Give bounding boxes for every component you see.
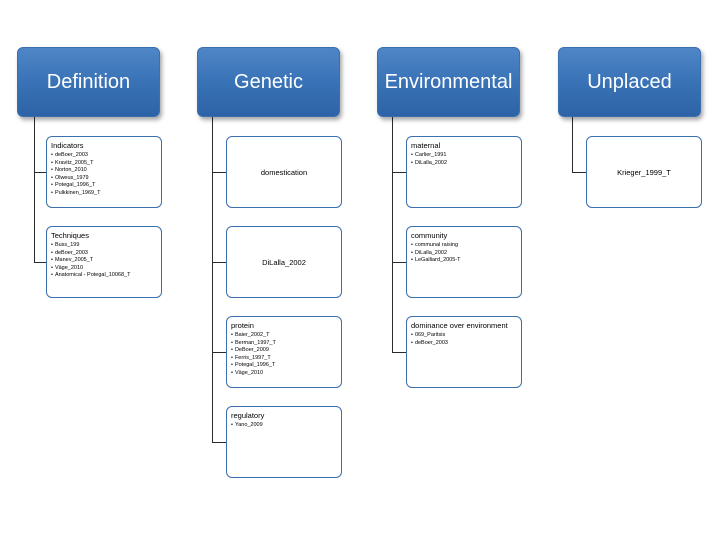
box-community-list: communal raising DiLalla_2002 LeGalliard… [411,242,517,265]
list-item: Berman_1997_T [231,340,337,348]
box-domestication-title: domestication [260,167,308,177]
box-techniques-list: Buss_199 deBoer_2003 Manev_2005_T Väge_2… [51,242,157,280]
box-dilalla-title: DiLalla_2002 [262,257,306,267]
list-item: Potegal_1996_T [231,362,337,370]
box-regulatory-title: regulatory [231,411,265,420]
header-definition: Definition [17,47,160,117]
connector-environmental-community [392,262,406,263]
connector-environmental-dominance [392,352,406,353]
box-community: community communal raising DiLalla_2002 … [406,226,522,298]
list-item: Olweus_1979 [51,175,157,183]
list-item: communal raising [411,242,517,250]
box-techniques: Techniques Buss_199 deBoer_2003 Manev_20… [46,226,162,298]
list-item: Norton_2010 [51,167,157,175]
connector-genetic-regulatory [212,442,226,443]
list-item: Buss_199 [51,242,157,250]
list-item: deBoer_2003 [51,152,157,160]
list-item: 069_Paritsis [411,332,517,340]
box-regulatory-list: Yano_2009 [231,422,337,430]
box-community-title: community [411,231,448,240]
box-protein-list: Baier_2002_T Berman_1997_T DeBoer_2009 F… [231,332,337,378]
box-protein: protein Baier_2002_T Berman_1997_T DeBoe… [226,316,342,388]
box-domestication: domestication [226,136,342,208]
list-item: Väge_2010 [231,370,337,378]
list-item: Potegal_1996_T [51,182,157,190]
box-dominance-title: dominance over environment [411,321,508,330]
box-krieger-title: Krieger_1999_T [617,167,671,177]
list-item: Manev_2005_T [51,257,157,265]
list-item: Väge_2010 [51,265,157,273]
list-item: deBoer_2003 [51,250,157,258]
box-dominance-list: 069_Paritsis deBoer_2003 [411,332,517,347]
box-maternal-title: maternal [411,141,441,150]
list-item: LeGalliard_2005-T [411,257,517,265]
list-item: Yano_2009 [231,422,337,430]
box-maternal: maternal Carlier_1991 DiLalla_2002 [406,136,522,208]
list-item: DiLalla_2002 [411,250,517,258]
connector-genetic-trunk [212,117,213,443]
box-krieger: Krieger_1999_T [586,136,702,208]
connector-definition-techniques [34,262,46,263]
list-item: Ferris_1997_T [231,355,337,363]
list-item: Kravitz_2005_T [51,160,157,168]
list-item: DiLalla_2002 [411,160,517,168]
box-dominance: dominance over environment 069_Paritsis … [406,316,522,388]
connector-definition-indicators [34,172,46,173]
box-indicators-list: deBoer_2003 Kravitz_2005_T Norton_2010 O… [51,152,157,198]
box-regulatory: regulatory Yano_2009 [226,406,342,478]
connector-genetic-dilalla [212,262,226,263]
connector-definition-trunk [34,117,35,263]
box-techniques-title: Techniques [51,231,89,240]
list-item: Pulkkinen_1969_T [51,190,157,198]
box-maternal-list: Carlier_1991 DiLalla_2002 [411,152,517,167]
connector-genetic-domestication [212,172,226,173]
header-genetic: Genetic [197,47,340,117]
list-item: DeBoer_2009 [231,347,337,355]
box-indicators: Indicators deBoer_2003 Kravitz_2005_T No… [46,136,162,208]
box-protein-title: protein [231,321,254,330]
box-dilalla: DiLalla_2002 [226,226,342,298]
connector-unplaced-krieger [572,172,586,173]
connector-genetic-protein [212,352,226,353]
list-item: deBoer_2003 [411,340,517,348]
header-unplaced: Unplaced [558,47,701,117]
list-item: Baier_2002_T [231,332,337,340]
list-item: Carlier_1991 [411,152,517,160]
connector-unplaced-trunk [572,117,573,173]
box-indicators-title: Indicators [51,141,84,150]
header-environmental: Environmental [377,47,520,117]
list-item: Anatomical - Potegal_10068_T [51,272,157,280]
connector-environmental-maternal [392,172,406,173]
connector-environmental-trunk [392,117,393,353]
